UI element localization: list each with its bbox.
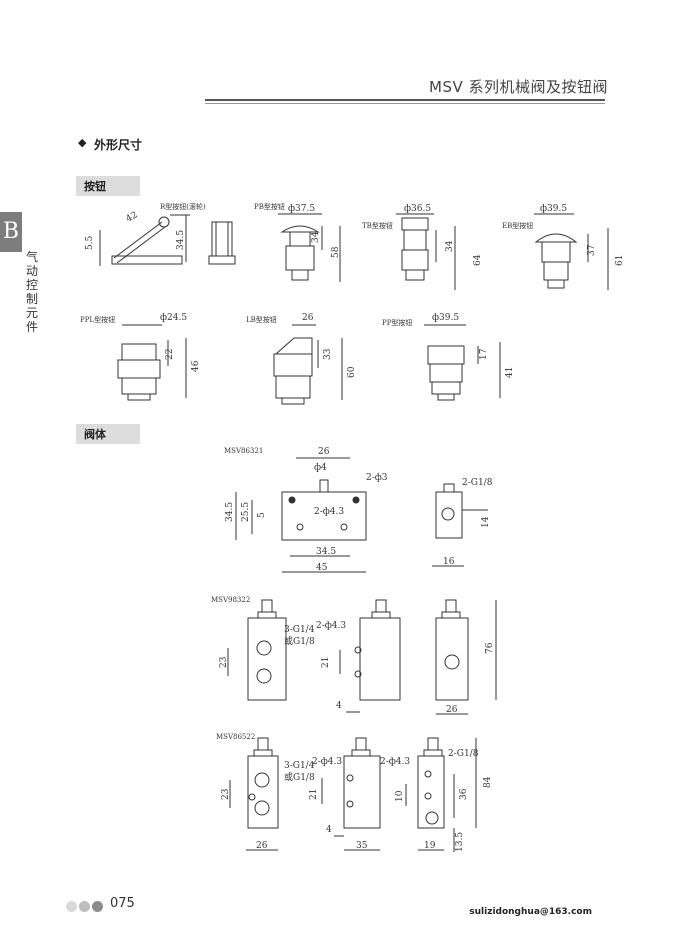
msv86321-label: MSV86321: [224, 447, 263, 455]
pp-dim-17: 17: [479, 348, 489, 360]
msv86522-drawing: MSV86522 3-G1/4 或G1/8 23 26 2-ф4.3 21 4 …: [216, 733, 493, 852]
msv86522-port3: 2-G1/8: [448, 749, 479, 759]
msv86321-port: 2-G1/8: [462, 478, 493, 488]
lb-dim-26: 26: [302, 313, 314, 323]
msv86321-drawing: MSV86321 26 ф4 2-ф3 2-ф4.3 34.5 25.5 5 3…: [224, 447, 493, 573]
header-rule-thin: [205, 103, 605, 104]
msv86522-dim-35: 35: [356, 841, 368, 851]
msv86321-dim-26: 26: [318, 447, 330, 457]
msv86522-label: MSV86522: [216, 733, 255, 741]
r-dim-42: 42: [125, 210, 140, 224]
tb-dim-64: 64: [473, 254, 483, 266]
msv98322-port1: 3-G1/4: [284, 625, 315, 635]
r-type-label: R型按钮(滚轮): [160, 202, 206, 211]
ppl-type-drawing: PPL型按钮 ф24.5 22 46: [80, 313, 201, 401]
msv86522-dim-13-5: 13.5: [455, 832, 465, 852]
bullet-diamond-icon: ◆: [78, 136, 87, 149]
msv86321-dim-phi4: ф4: [314, 463, 327, 473]
footer-dot: [92, 901, 103, 912]
lb-type-label: LB型按钮: [246, 315, 277, 324]
tb-dim-34: 34: [445, 240, 455, 252]
msv86321-dim-25-5: 25.5: [241, 502, 251, 522]
pp-type-label: PP型按钮: [382, 318, 412, 327]
msv86321-holes-4-3: 2-ф4.3: [314, 507, 344, 517]
side-tab-letter: B: [0, 212, 22, 252]
msv86321-dim-34-5: 34.5: [225, 502, 235, 522]
msv86321-dim-5: 5: [257, 512, 267, 518]
footer-dot: [66, 901, 77, 912]
msv86321-dim-16: 16: [443, 557, 455, 567]
msv86522-dim-84: 84: [483, 776, 493, 788]
r-type-drawing: R型按钮(滚轮) 42 5.5 34.5: [85, 202, 236, 266]
buttons-sublabel: 按钮: [76, 176, 140, 196]
msv98322-dim-76: 76: [485, 642, 495, 654]
pb-type-label: PB型按钮: [254, 202, 285, 211]
pb-dim-58: 58: [331, 246, 341, 258]
msv86522-dim-23: 23: [221, 788, 231, 800]
msv98322-dim-4: 4: [336, 701, 342, 711]
valve-sublabel: 阀体: [76, 424, 140, 444]
footer-dots: [66, 897, 105, 916]
msv86321-dim-45: 45: [316, 563, 328, 573]
msv98322-dim-26: 26: [446, 705, 458, 715]
footer-dot: [79, 901, 90, 912]
msv86522-dim-26: 26: [256, 841, 268, 851]
tb-dim-dia: ф36.5: [404, 204, 431, 214]
msv86522-dim-21: 21: [309, 789, 319, 800]
msv98322-dim-23: 23: [219, 656, 229, 668]
msv98322-dim-21: 21: [321, 657, 331, 668]
msv86522-dim-4: 4: [326, 825, 332, 835]
eb-type-drawing: EB型按钮 ф39.5 37 61: [502, 204, 625, 290]
ppl-dim-dia: ф24.5: [160, 313, 187, 323]
r-dim-5-5: 5.5: [85, 235, 95, 250]
section-title: 外形尺寸: [94, 138, 143, 152]
eb-dim-37: 37: [587, 244, 597, 256]
msv86522-holes1: 2-ф4.3: [312, 757, 342, 767]
msv86522-holes2: 2-ф4.3: [380, 757, 410, 767]
msv86522-dim-19: 19: [424, 841, 436, 851]
r-dim-34-5: 34.5: [176, 230, 186, 250]
eb-type-label: EB型按钮: [502, 221, 533, 230]
tb-type-drawing: TB型按钮 ф36.5 34 64: [362, 204, 483, 290]
pb-dim-34: 34: [311, 231, 321, 243]
pb-dim-dia: ф37.5: [288, 204, 315, 214]
page-header-title: MSV 系列机械阀及按钮阀: [429, 78, 608, 96]
msv98322-port2: 或G1/8: [284, 635, 315, 647]
msv86321-dim-14: 14: [481, 516, 491, 528]
eb-dim-dia: ф39.5: [540, 204, 567, 214]
pp-type-drawing: PP型按钮 ф39.5 17 41: [382, 313, 515, 401]
pp-dim-41: 41: [505, 367, 515, 378]
ppl-dim-22: 22: [165, 349, 175, 360]
side-tab-text: 气动控制元件: [26, 250, 39, 334]
msv86522-dim-10: 10: [395, 790, 405, 802]
msv86522-port2: 或G1/8: [284, 771, 315, 783]
msv86522-dim-36: 36: [459, 788, 469, 800]
msv98322-drawing: MSV98322 3-G1/4 或G1/8 23 2-ф4.3 21 4 76 …: [211, 596, 497, 715]
lb-type-drawing: LB型按钮 26 33 60: [246, 313, 357, 405]
page-number: 075: [110, 896, 135, 911]
pb-type-drawing: PB型按钮 ф37.5 34 58: [254, 202, 341, 282]
msv98322-label: MSV98322: [211, 596, 250, 604]
ppl-dim-46: 46: [191, 360, 201, 372]
msv86522-port1: 3-G1/4: [284, 761, 315, 771]
footer-email: sulizidonghua@163.com: [469, 907, 592, 917]
msv98322-holes: 2-ф4.3: [316, 621, 346, 631]
msv86321-dim-34-5-w: 34.5: [316, 547, 336, 557]
pp-dim-dia: ф39.5: [432, 313, 459, 323]
msv86321-holes-3: 2-ф3: [366, 473, 388, 483]
lb-dim-60: 60: [347, 366, 357, 378]
header-rule: [205, 99, 605, 101]
eb-dim-61: 61: [615, 255, 625, 266]
tb-type-label: TB型按钮: [362, 221, 393, 230]
ppl-type-label: PPL型按钮: [80, 315, 115, 324]
lb-dim-33: 33: [323, 348, 333, 360]
